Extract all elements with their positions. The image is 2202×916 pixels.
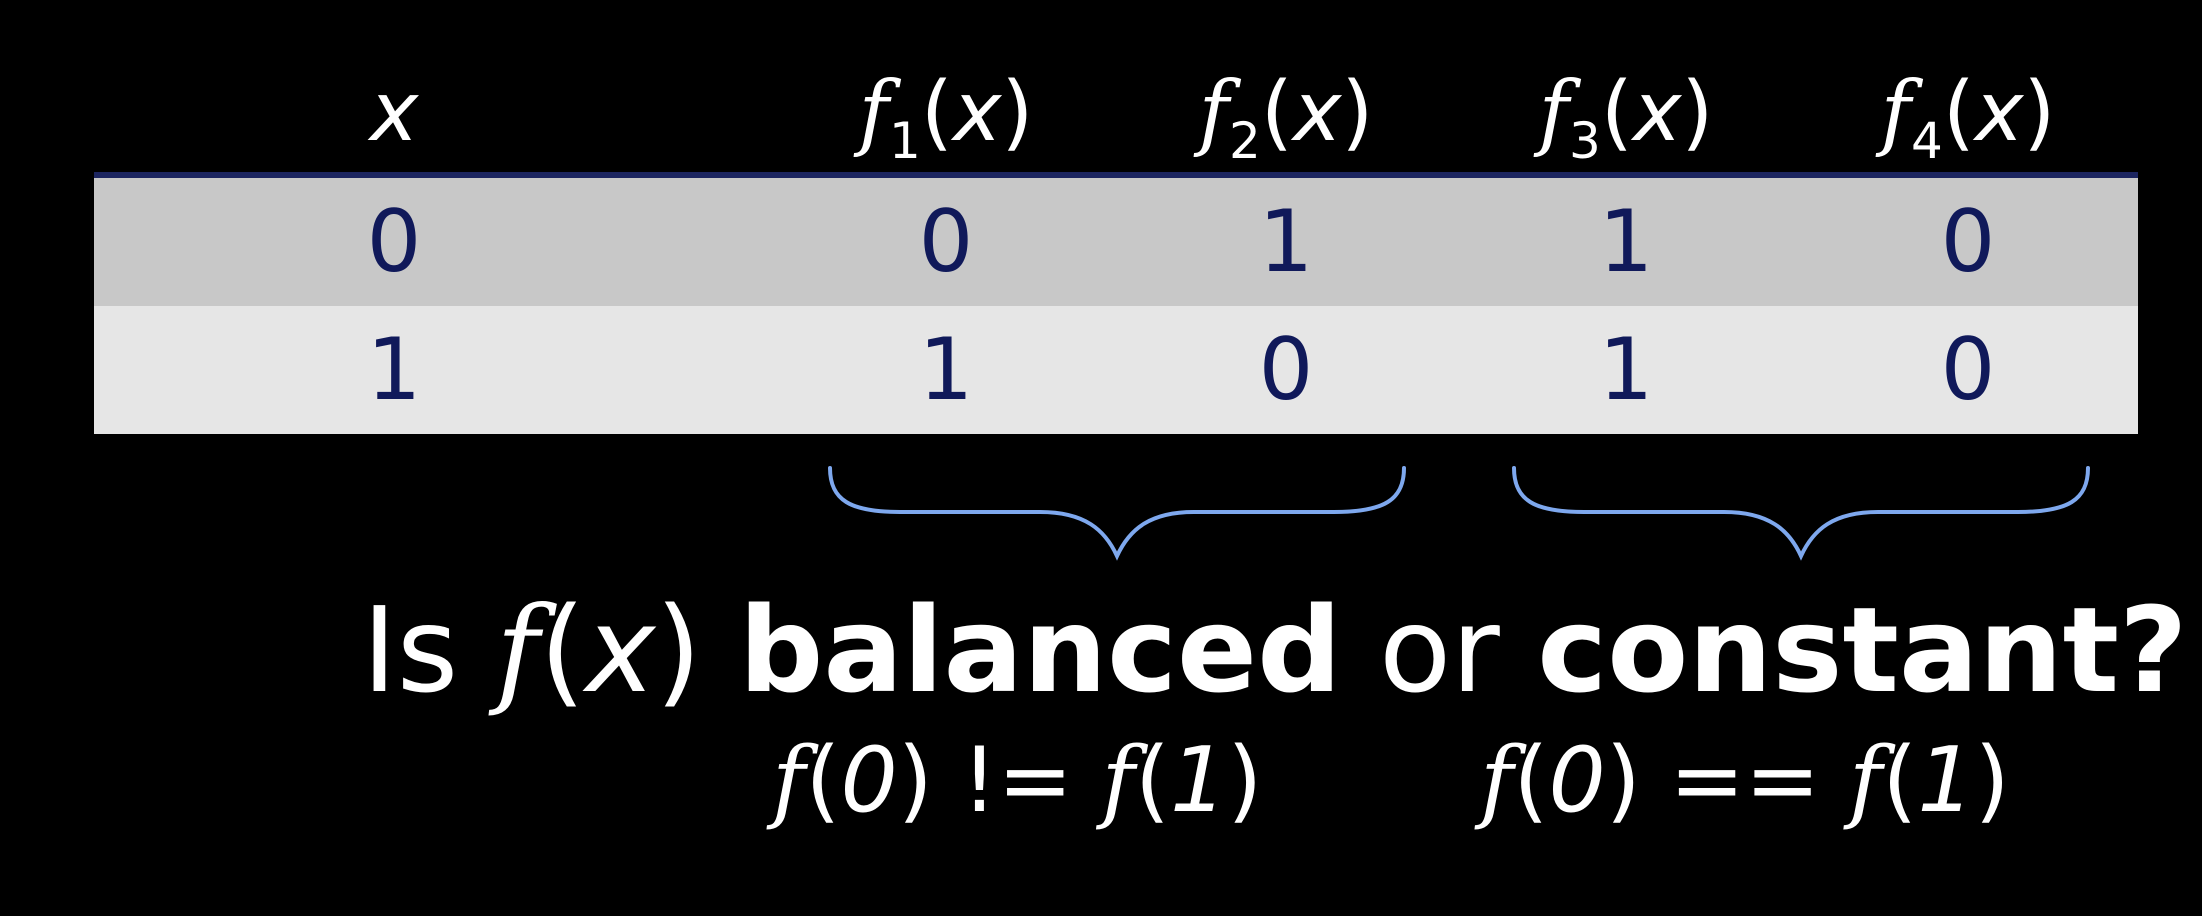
table-row-1: 1 1 0 1 0 bbox=[94, 306, 2138, 434]
header-f2: f2(x) bbox=[1156, 58, 1416, 170]
condition-arg-right: 1 bbox=[1169, 728, 1228, 833]
header-function-symbol: f bbox=[858, 65, 889, 160]
brace-constant-icon bbox=[1512, 466, 2090, 561]
table-cell: 1 bbox=[918, 320, 974, 420]
header-close-paren: ) bbox=[1681, 65, 1714, 160]
condition-arg-right: 1 bbox=[1917, 728, 1975, 833]
condition-arg-left: 0 bbox=[840, 728, 898, 833]
header-close-paren: ) bbox=[2023, 65, 2056, 160]
table-cell: 0 bbox=[918, 192, 974, 292]
header-variable: x bbox=[952, 65, 1002, 160]
header-subscript: 4 bbox=[1911, 112, 1943, 170]
condition-open-right: ( bbox=[1134, 728, 1170, 833]
condition-fn-right: f bbox=[1101, 728, 1135, 833]
header-subscript: 3 bbox=[1569, 112, 1601, 170]
condition-balanced: f(0) != f(1) bbox=[772, 726, 1262, 836]
question-open-paren: ( bbox=[539, 581, 586, 719]
condition-constant: f(0) == f(1) bbox=[1480, 726, 2010, 836]
header-function-symbol: f bbox=[1538, 65, 1569, 160]
header-f4: f4(x) bbox=[1838, 58, 2098, 170]
table-cell: 0 bbox=[1258, 320, 1314, 420]
question-variable: x bbox=[585, 581, 656, 719]
question-word-balanced: balanced bbox=[738, 581, 1342, 719]
header-close-paren: ) bbox=[1001, 65, 1034, 160]
condition-operator: != bbox=[932, 728, 1102, 833]
header-variable: x bbox=[369, 65, 419, 160]
header-close-paren: ) bbox=[1341, 65, 1374, 160]
header-variable: x bbox=[1292, 65, 1342, 160]
table-cell: 1 bbox=[366, 320, 422, 420]
question-middle: or bbox=[1341, 581, 1538, 719]
question-end: ? bbox=[2118, 581, 2188, 719]
header-x: x bbox=[264, 58, 524, 168]
table-cell: 0 bbox=[1940, 320, 1996, 420]
header-variable: x bbox=[1974, 65, 2024, 160]
question-prefix: Is bbox=[362, 581, 496, 719]
header-rule bbox=[94, 172, 2138, 178]
question-function-symbol: f bbox=[495, 581, 540, 719]
condition-fn-left: f bbox=[1480, 728, 1514, 833]
table-cell: 0 bbox=[1940, 192, 1996, 292]
condition-fn-right: f bbox=[1848, 728, 1883, 833]
header-open-paren: ( bbox=[920, 65, 953, 160]
header-function-symbol: f bbox=[1198, 65, 1229, 160]
header-open-paren: ( bbox=[1600, 65, 1633, 160]
header-open-paren: ( bbox=[1260, 65, 1293, 160]
table-cell: 1 bbox=[1598, 320, 1654, 420]
question-text: Is f(x) balanced or constant? bbox=[362, 580, 2187, 720]
header-f3: f3(x) bbox=[1496, 58, 1756, 170]
header-subscript: 1 bbox=[889, 112, 921, 170]
condition-close-left: ) bbox=[1605, 728, 1641, 833]
brace-balanced-icon bbox=[828, 466, 1406, 561]
condition-close-right: ) bbox=[1227, 728, 1263, 833]
header-open-paren: ( bbox=[1942, 65, 1975, 160]
question-close-paren: ) bbox=[655, 581, 739, 719]
table-cell: 1 bbox=[1258, 192, 1314, 292]
table-row-0: 0 0 1 1 0 bbox=[94, 178, 2138, 306]
condition-fn-left: f bbox=[772, 728, 806, 833]
header-f1: f1(x) bbox=[816, 58, 1076, 170]
condition-open-left: ( bbox=[1513, 728, 1549, 833]
table-cell: 0 bbox=[366, 192, 422, 292]
question-word-constant: constant bbox=[1537, 581, 2119, 719]
condition-open-right: ( bbox=[1882, 728, 1918, 833]
header-variable: x bbox=[1632, 65, 1682, 160]
header-function-symbol: f bbox=[1880, 65, 1911, 160]
header-subscript: 2 bbox=[1229, 112, 1261, 170]
condition-arg-left: 0 bbox=[1548, 728, 1606, 833]
condition-close-right: ) bbox=[1974, 728, 2010, 833]
condition-operator: == bbox=[1640, 728, 1849, 833]
condition-open-left: ( bbox=[805, 728, 841, 833]
table-cell: 1 bbox=[1598, 192, 1654, 292]
condition-close-left: ) bbox=[897, 728, 933, 833]
